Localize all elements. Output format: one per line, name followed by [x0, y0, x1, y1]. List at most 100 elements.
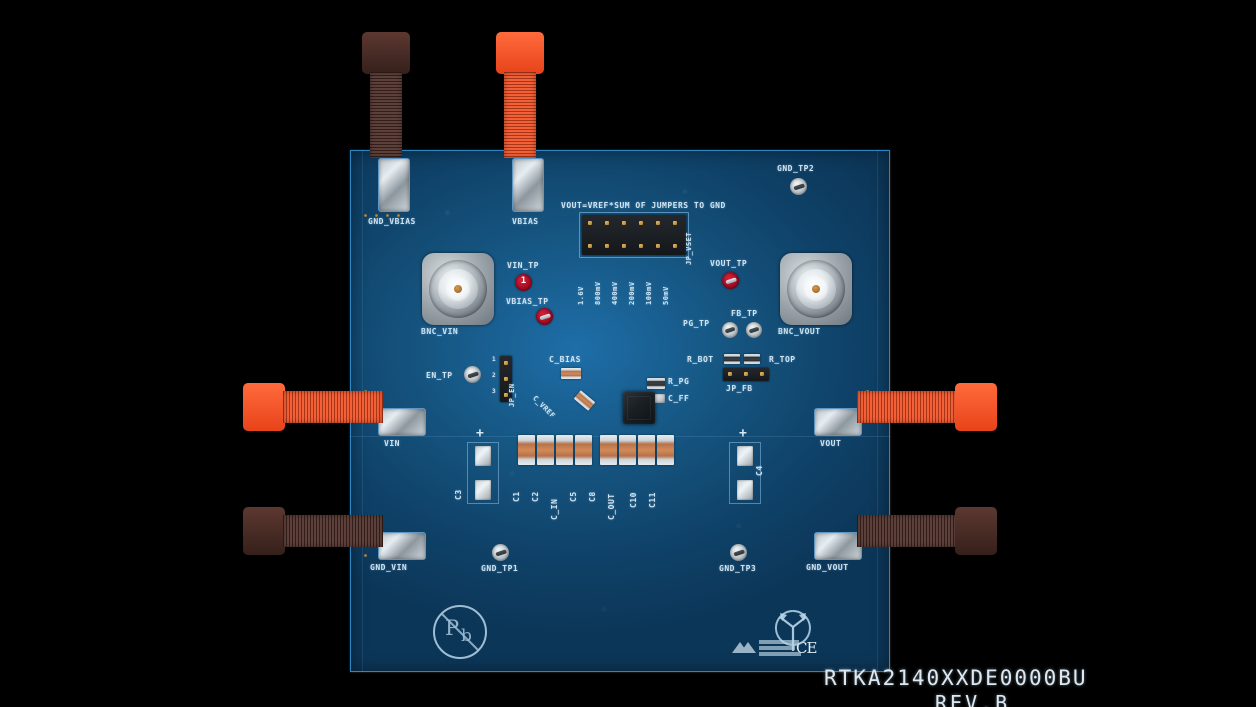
header-pin[interactable] — [605, 221, 609, 225]
label-r-top: R_TOP — [769, 355, 796, 364]
header-pin[interactable] — [656, 221, 660, 225]
test-point-en-tp[interactable] — [464, 366, 481, 383]
component-c-in — [556, 435, 573, 465]
solder-pad-gnd-vbias — [378, 158, 410, 212]
header-pin[interactable] — [504, 377, 508, 381]
component-r-bot — [724, 354, 740, 364]
via-dot — [397, 214, 400, 217]
pad-c4-top — [737, 446, 753, 466]
banana-post-vout[interactable] — [857, 379, 997, 435]
banana-post-cap[interactable] — [362, 32, 410, 74]
jumper-jp-en[interactable] — [500, 356, 512, 402]
label-c-vref: C_VREF — [531, 394, 557, 420]
label-gnd-tp3: GND_TP3 — [719, 564, 757, 573]
label-vout: VOUT — [820, 439, 842, 448]
jumper-position-label-5: 50mV — [662, 286, 670, 305]
pad-c4-bottom — [737, 480, 753, 500]
polarity-mark-c3: + — [476, 426, 484, 441]
pad-c3-top — [475, 446, 491, 466]
header-pin[interactable] — [728, 372, 732, 376]
test-point-slot — [724, 326, 736, 334]
jp-en-pin-number-3: 3 — [492, 388, 497, 395]
header-pin[interactable] — [656, 244, 660, 248]
header-pin[interactable] — [673, 244, 677, 248]
header-pin[interactable] — [605, 244, 609, 248]
label-vbias: VBIAS — [512, 217, 539, 226]
test-point-gnd-tp3[interactable] — [730, 544, 747, 561]
component-c-ff — [647, 394, 665, 403]
test-point-vin-tp[interactable]: 1 — [515, 274, 532, 291]
banana-post-cap[interactable] — [955, 383, 997, 431]
banana-post-gnd-vin[interactable] — [243, 503, 383, 559]
certification-logo — [732, 640, 801, 656]
label-c1: C1 — [512, 491, 521, 502]
jumper-position-label-2: 400mV — [611, 281, 619, 305]
bnc-connector-vin[interactable] — [422, 253, 494, 325]
jp-en-pin-number-1: 1 — [492, 356, 497, 363]
pb-free-logo: P b — [433, 605, 487, 659]
label-en-tp: EN_TP — [426, 371, 453, 380]
jumper-jp-fb[interactable] — [723, 368, 769, 381]
banana-post-cap[interactable] — [243, 507, 285, 555]
footprint-outline-c4 — [729, 442, 761, 504]
test-point-gnd-tp1[interactable] — [492, 544, 509, 561]
banana-post-gnd-vout[interactable] — [857, 503, 997, 559]
label-jp-fb: JP_FB — [726, 384, 753, 393]
header-pin[interactable] — [744, 372, 748, 376]
header-pin[interactable] — [504, 361, 508, 365]
label-c-out: C_OUT — [607, 493, 616, 520]
label-c-in: C_IN — [550, 498, 559, 520]
banana-post-shank — [857, 391, 957, 423]
test-point-slot — [732, 548, 745, 557]
main-ic-chip — [623, 392, 655, 424]
header-pin[interactable] — [760, 372, 764, 376]
banana-post-cap[interactable] — [496, 32, 544, 74]
label-jp-vset: JP_VSET — [685, 231, 693, 265]
test-point-fb-tp[interactable] — [746, 322, 762, 338]
component-c2 — [537, 435, 554, 465]
header-pin[interactable] — [639, 221, 643, 225]
component-c11 — [657, 435, 674, 465]
bnc-connector-vout[interactable] — [780, 253, 852, 325]
test-point-vbias-tp[interactable] — [536, 308, 553, 325]
component-r-pg — [647, 378, 665, 389]
jumper-header-jp-vset[interactable] — [582, 215, 686, 255]
component-c-out — [619, 435, 636, 465]
recycle-logo — [770, 605, 816, 655]
test-point-slot — [748, 326, 760, 334]
solder-pad-vout — [814, 408, 862, 436]
board-part-number: RTKA2140XXDE0000BU — [824, 666, 1088, 690]
header-pin[interactable] — [639, 244, 643, 248]
banana-post-shank — [283, 515, 383, 547]
banana-post-cap[interactable] — [955, 507, 997, 555]
test-point-vout-tp[interactable] — [722, 272, 739, 289]
banana-post-vbias[interactable] — [492, 32, 548, 158]
evaluation-board: GND_VBIAS VBIAS VOUT=VREF*SUM OF JUMPERS… — [350, 150, 1086, 707]
banana-post-cap[interactable] — [243, 383, 285, 431]
jumper-position-label-0: 1.6V — [577, 286, 585, 305]
banana-post-vin[interactable] — [243, 379, 383, 435]
banana-post-gnd-vbias[interactable] — [358, 32, 414, 158]
label-r-bot: R_BOT — [687, 355, 714, 364]
footprint-outline-c3 — [467, 442, 499, 504]
header-pin[interactable] — [622, 244, 626, 248]
svg-text:P: P — [445, 616, 459, 640]
component-c8 — [600, 435, 617, 465]
header-pin[interactable] — [673, 221, 677, 225]
label-c8: C8 — [588, 491, 597, 502]
svg-text:b: b — [461, 626, 472, 646]
label-c3: C3 — [454, 489, 463, 500]
label-gnd-vbias: GND_VBIAS — [368, 217, 416, 226]
test-point-slot — [538, 312, 551, 321]
header-pin[interactable] — [504, 393, 508, 397]
test-point-pg-tp[interactable] — [722, 322, 738, 338]
test-point-gnd-tp2[interactable] — [790, 178, 807, 195]
header-pin[interactable] — [588, 244, 592, 248]
component-c1 — [518, 435, 535, 465]
banana-post-shank — [370, 72, 402, 158]
header-pin[interactable] — [588, 221, 592, 225]
via-dot — [375, 214, 378, 217]
header-pin[interactable] — [622, 221, 626, 225]
pad-c3-bottom — [475, 480, 491, 500]
